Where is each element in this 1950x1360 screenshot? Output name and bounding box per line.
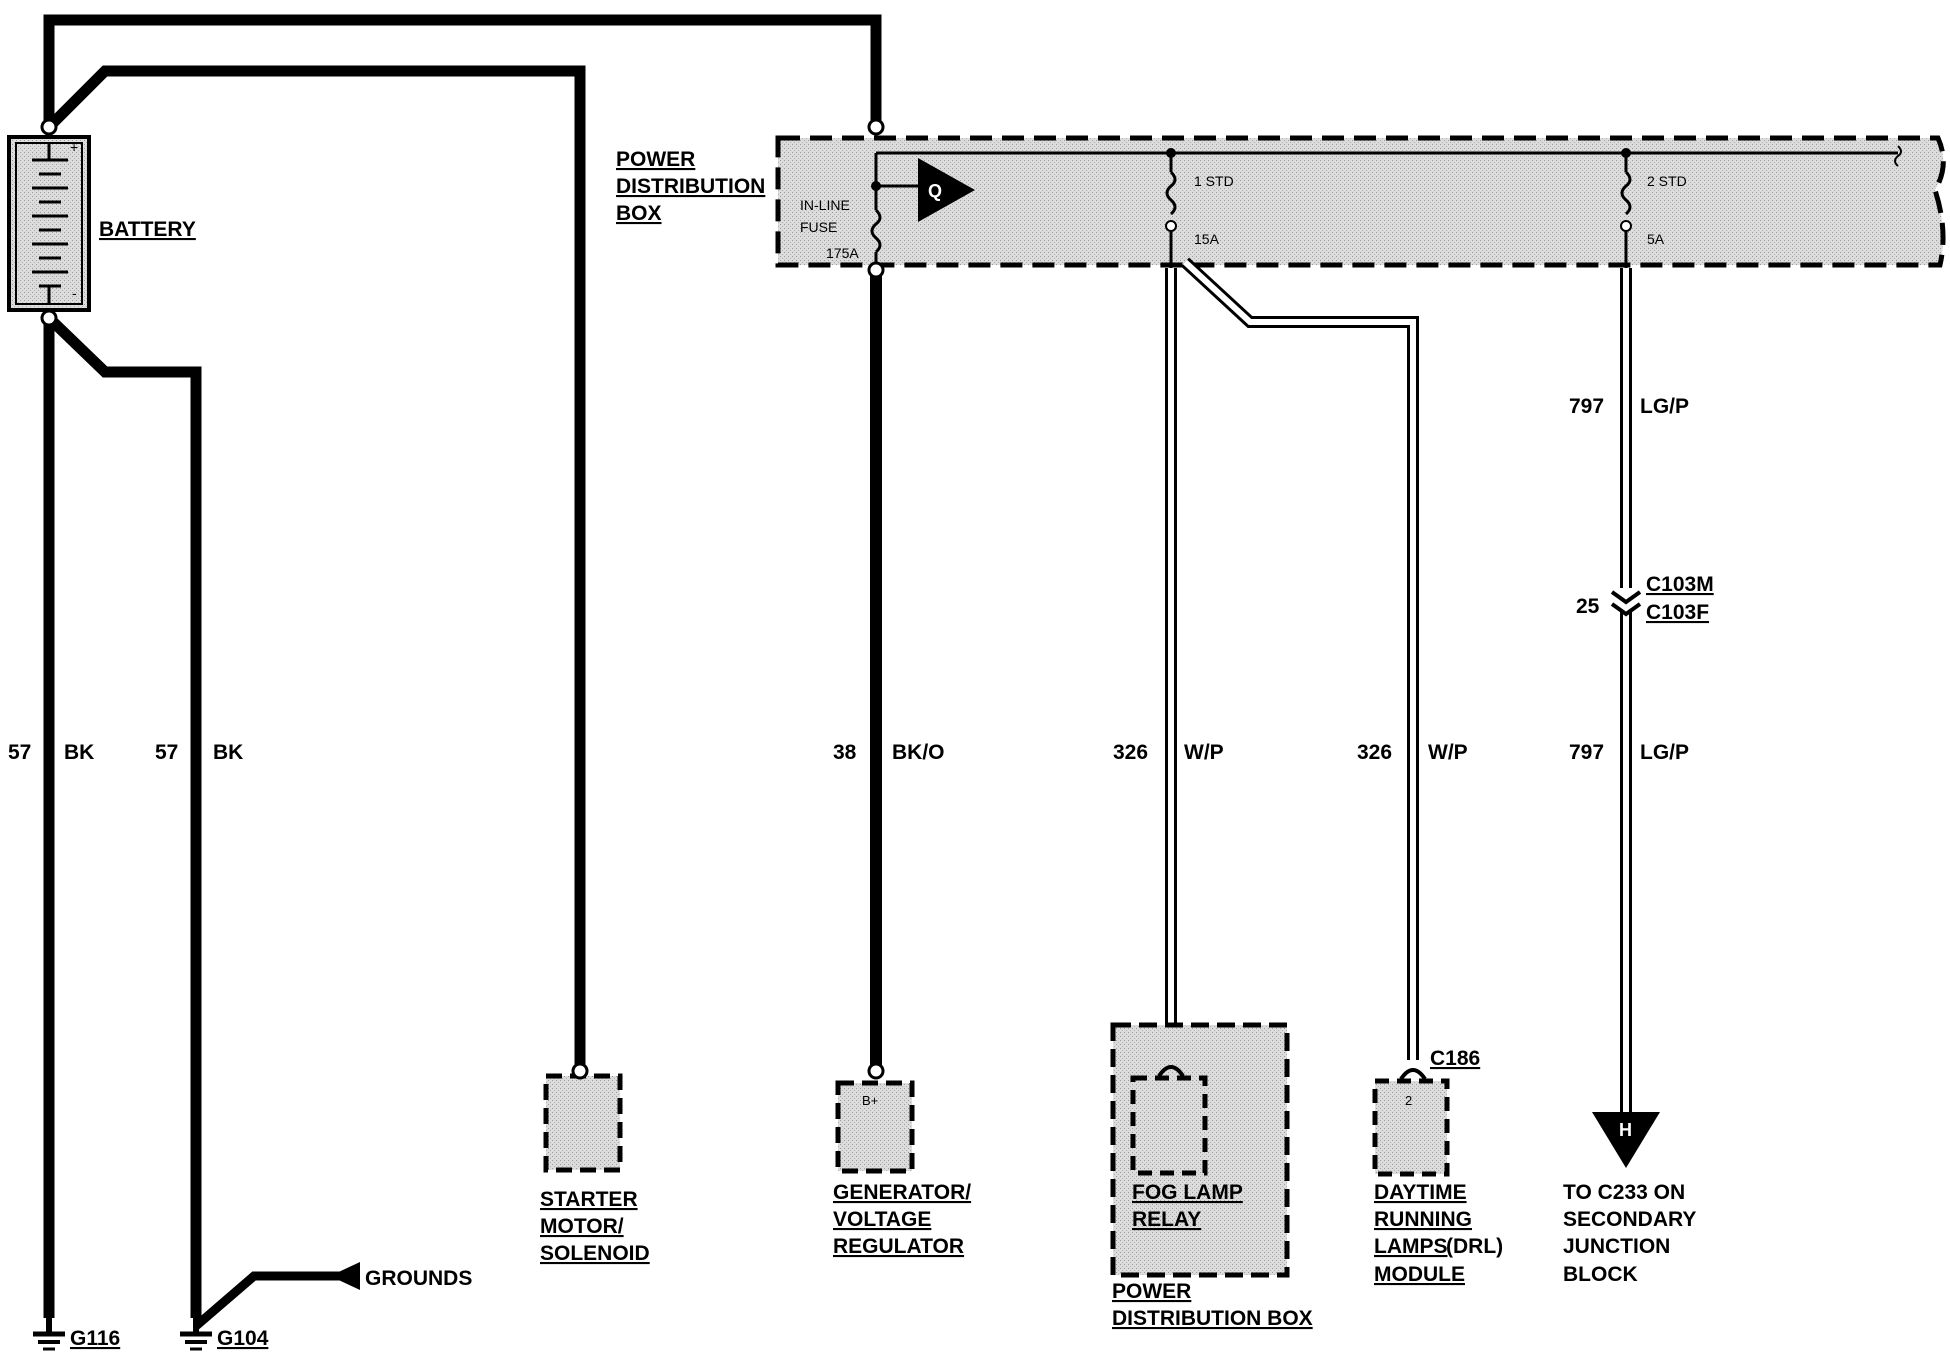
drl-label-1: DAYTIME (1374, 1181, 1467, 1204)
wire-label-circuit: 38 (833, 741, 857, 764)
battery-positive-wire (43, 14, 882, 127)
svg-text:B+: B+ (862, 1093, 878, 1108)
wire-label-circuit: 57 (155, 741, 178, 764)
wire-label-color: W/P (1428, 741, 1468, 764)
pdb-bottom-label-2: DISTRIBUTION BOX (1112, 1307, 1313, 1330)
wire-label-circuit: 326 (1357, 741, 1392, 764)
c103f-label: C103F (1646, 601, 1709, 624)
fuse2-rating: 5A (1647, 231, 1665, 247)
wire-label-circuit: 797 (1569, 395, 1604, 418)
wire-label-color: LG/P (1640, 741, 1689, 764)
inline-fuse-rating: 175A (826, 245, 859, 261)
fog-lamp-label-2: RELAY (1132, 1208, 1201, 1231)
inline-fuse (870, 153, 918, 270)
drl-label-4: (DRL) (1446, 1235, 1503, 1258)
fuse1-name: 1 STD (1194, 173, 1234, 189)
starter-label-2: MOTOR/ (540, 1215, 624, 1238)
generator-label-1: GENERATOR/ (833, 1181, 971, 1204)
wire-label-color: BK (64, 741, 94, 764)
c103m-label: C103M (1646, 573, 1714, 596)
wires (43, 14, 882, 1330)
grounds-wire (193, 1271, 342, 1330)
svg-text:Q: Q (928, 181, 942, 201)
starter-motor-solenoid (543, 1062, 623, 1173)
starter-label-3: SOLENOID (540, 1242, 650, 1265)
battery: + - (7, 135, 91, 312)
power-distribution-box (775, 135, 1946, 268)
starter-feed-wire (45, 65, 586, 1070)
grounds-arrow-icon (330, 1262, 360, 1290)
pdb-bottom-label-1: POWER (1112, 1280, 1191, 1303)
wire-label-color: BK/O (892, 741, 945, 764)
fog-lamp-label-1: FOG LAMP (1132, 1181, 1243, 1204)
pdb-title-line-3: BOX (616, 202, 662, 225)
to-c233-label-1: TO C233 ON (1563, 1181, 1685, 1204)
fuse1-rating: 15A (1194, 231, 1220, 247)
fog-lamp-relay (1130, 1065, 1208, 1176)
pdb-title-line-1: POWER (616, 148, 695, 171)
wire-label-circuit: 57 (8, 741, 31, 764)
c186-label: C186 (1430, 1047, 1480, 1070)
q-connector-marker: Q (918, 158, 975, 222)
h-connector-marker: H (1592, 1112, 1660, 1168)
c103-pin-label: 25 (1576, 595, 1600, 618)
drl-label-5: MODULE (1374, 1263, 1465, 1286)
c103-connector (1610, 590, 1642, 617)
wire-label-color: W/P (1184, 741, 1224, 764)
grounds-label: GROUNDS (365, 1267, 472, 1290)
to-c233-label-2: SECONDARY (1563, 1208, 1696, 1231)
fuse2-name: 2 STD (1647, 173, 1687, 189)
wire-326-w-p-drl (1180, 257, 1419, 1060)
svg-text:+: + (70, 139, 78, 155)
inline-fuse-label-2: FUSE (800, 219, 837, 235)
fuse-1 (1165, 148, 1177, 268)
battery-label: BATTERY (99, 218, 196, 241)
starter-label-1: STARTER (540, 1188, 638, 1211)
generator-label-2: VOLTAGE (833, 1208, 931, 1231)
drl-module: 2 (1372, 1068, 1450, 1177)
wire-label-circuit: 797 (1569, 741, 1604, 764)
ground-g116-icon (33, 1318, 65, 1351)
to-c233-label-4: BLOCK (1563, 1263, 1638, 1286)
svg-text:-: - (72, 285, 77, 301)
wire-label-circuit: 326 (1113, 741, 1148, 764)
generator-voltage-regulator: B+ (835, 1062, 915, 1174)
ground-g104-icon (180, 1318, 212, 1351)
drl-label-2: RUNNING (1374, 1208, 1472, 1231)
wire-57-bk-g104 (45, 314, 202, 1318)
labels: BATTERY POWER DISTRIBUTION BOX IN-LINE F… (8, 148, 1714, 1350)
svg-text:H: H (1619, 1120, 1632, 1140)
drl-label-3: LAMPS (1374, 1235, 1448, 1258)
to-c233-label-3: JUNCTION (1563, 1235, 1670, 1258)
wire-label-color: BK (213, 741, 243, 764)
generator-label-3: REGULATOR (833, 1235, 964, 1258)
terminals (40, 118, 885, 327)
wire-label-color: LG/P (1640, 395, 1689, 418)
inline-fuse-label-1: IN-LINE (800, 197, 850, 213)
pdb-title-line-2: DISTRIBUTION (616, 175, 765, 198)
fuse-2 (1620, 148, 1632, 268)
svg-text:2: 2 (1405, 1093, 1412, 1108)
g116-label: G116 (70, 1327, 120, 1350)
g104-label: G104 (217, 1327, 269, 1350)
